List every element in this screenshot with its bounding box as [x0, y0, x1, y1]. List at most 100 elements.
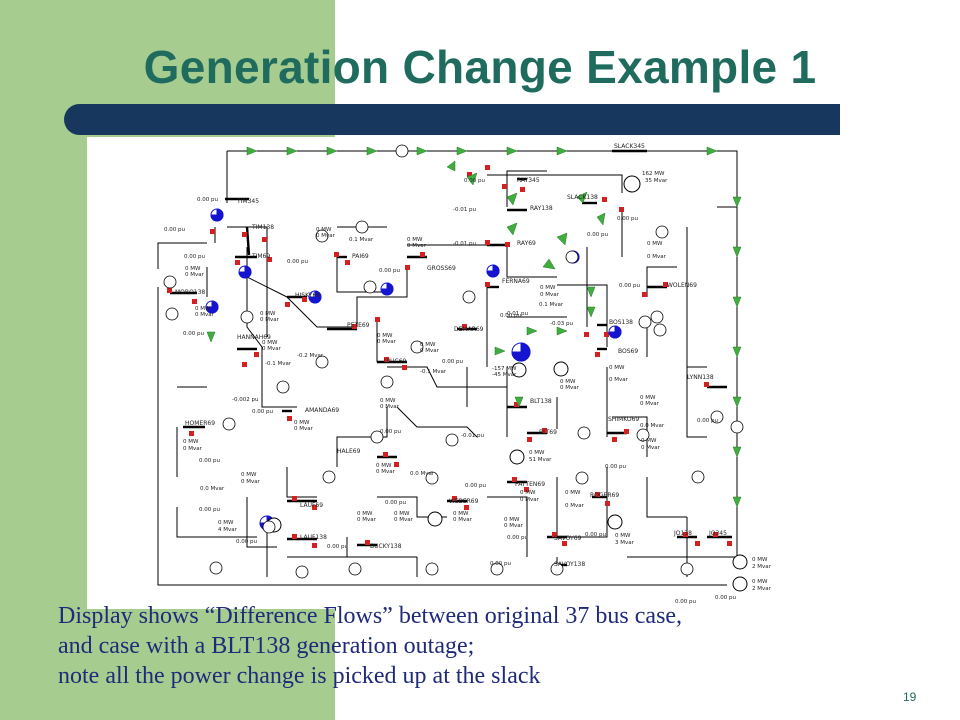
- voltage-label: 0.00 pu: [697, 418, 718, 424]
- bus-label: BOS69: [618, 348, 638, 355]
- voltage-label: 0.00 pu: [490, 561, 511, 567]
- voltage-label: -0.01 pu: [461, 433, 484, 439]
- load-mvar-label: 0 Mvar: [260, 317, 280, 323]
- bus-label: WOLEN69: [667, 282, 697, 289]
- generator-mw-label: 0 MW: [529, 450, 545, 456]
- load-mvar-label: 0 Mvar: [185, 272, 205, 278]
- bus-label: SLACK138: [567, 194, 598, 201]
- load-mvar-label: 0 Mvar: [377, 339, 397, 345]
- bus-label: BLT138: [530, 398, 552, 405]
- load-mvar-label: 0 Mvar: [195, 312, 215, 318]
- load-mw-label: 0 MW: [376, 463, 392, 469]
- shunt-mvar-label: 0.0 Mvar: [640, 423, 665, 429]
- generator-mw-label: 162 MW: [642, 171, 665, 177]
- bus-label: TIM69: [251, 253, 270, 260]
- bus-label: SHIMKO69: [608, 416, 639, 423]
- bus-label: SAVOY69: [554, 535, 582, 542]
- bus-label: SAVOY138: [554, 561, 585, 568]
- load-mvar-label: 0 Mvar: [407, 243, 427, 249]
- bus-label: JO138: [673, 530, 692, 537]
- bus-label: BUCKY138: [370, 543, 402, 550]
- voltage-label: 0.00 pu: [465, 483, 486, 489]
- shunt-mvar-label: 0.0 Mvar: [410, 471, 435, 477]
- bus-label: HOMER69: [185, 420, 215, 427]
- bus-label: RAY69: [517, 240, 536, 247]
- bus-label: UIUC69: [384, 358, 407, 365]
- voltage-label: 0.00 pu: [715, 595, 736, 601]
- voltage-label: 0.00 pu: [585, 532, 606, 538]
- load-mw-label: 0 MW: [357, 511, 373, 517]
- generator-mw-label: 0 MW: [218, 520, 234, 526]
- load-mw-label: 0 MW: [540, 285, 556, 291]
- bus-label: TIM345: [236, 198, 259, 205]
- bus-label: LAUF138: [300, 534, 327, 541]
- voltage-label: 0.00 pu: [380, 429, 401, 435]
- load-mvar-label: 0 Mvar: [420, 348, 440, 354]
- voltage-label: 0.00 pu: [199, 458, 220, 464]
- bus-labels: SLACK345 RAY345 RAY138 SLACK138 TIM345 T…: [175, 143, 727, 568]
- bus-label: RAY138: [530, 205, 553, 212]
- bus-label: ROGER69: [590, 492, 619, 499]
- caption-line: note all the power change is picked up a…: [58, 663, 541, 689]
- shunt-mvar-label: 0.1 Mvar: [539, 302, 564, 308]
- load-mvar-label: 0 Mvar: [560, 385, 580, 391]
- voltage-label: 0.00 pu: [464, 178, 485, 184]
- generator-mw-label: -157 MW: [492, 366, 517, 372]
- generator-mvar-label: 35 Mvar: [645, 178, 668, 184]
- load-mvar-label: 0 Mvar: [241, 479, 261, 485]
- power-system-oneline-diagram: SLACK345 RAY345 RAY138 SLACK138 TIM345 T…: [87, 137, 847, 609]
- load-mw-label: 0 MW: [260, 311, 276, 317]
- load-mvar-label: 0 Mvar: [380, 404, 400, 410]
- voltage-label: -0.01 pu: [505, 311, 528, 317]
- load-mw-label: 0 MW: [647, 241, 663, 247]
- load-mw-label: 0 MW: [377, 333, 393, 339]
- bus-label: WEBER69: [449, 498, 479, 505]
- bus-label: RAY345: [517, 177, 540, 184]
- slide-title: Generation Change Example 1: [143, 41, 817, 93]
- load-mvar-label: 0 Mvar: [183, 446, 203, 452]
- load-mw-label: 0 MW: [609, 365, 625, 371]
- load-mw-label: 0 MW: [195, 306, 211, 312]
- load-mvar-label: 0 Mvar: [565, 503, 585, 509]
- load-mvar-label: 0 Mvar: [647, 254, 667, 260]
- voltage-label: 0.00 pu: [197, 197, 218, 203]
- load-mw-label: 0 MW: [420, 342, 436, 348]
- load-mw-label: 0 MW: [241, 472, 257, 478]
- load-mw-label: 0 MW: [641, 438, 657, 444]
- voltage-label: 0.00 pu: [442, 359, 463, 365]
- generator-mvar-label: 3 Mvar: [615, 540, 635, 546]
- voltage-label: 0.00 pu: [617, 216, 638, 222]
- generator-mvar-label: 2 Mvar: [752, 586, 772, 592]
- bus-label: TIM138: [251, 224, 274, 231]
- voltage-label: -0.002 pu: [232, 397, 258, 403]
- voltage-label: 0.00 pu: [199, 507, 220, 513]
- load-mvar-label: 0 Mvar: [376, 469, 396, 475]
- page-number: 19: [903, 690, 917, 704]
- voltage-label: 0.00 pu: [236, 539, 257, 545]
- load-mvar-label: 0 Mvar: [520, 497, 540, 503]
- bus-label: BLT69: [539, 429, 557, 436]
- voltage-label: 0.00 pu: [287, 259, 308, 265]
- load-mvar-label: 0 Mvar: [394, 517, 414, 523]
- load-mw-label: 0 MW: [380, 398, 396, 404]
- load-mvar-label: 0 Mvar: [504, 523, 524, 529]
- load-mvar-label: 0 Mvar: [262, 346, 282, 352]
- load-mvar-label: 0 Mvar: [540, 292, 560, 298]
- generator-mvar-label: 2 Mvar: [752, 564, 772, 570]
- shunt-mvar-label: 0.0 Mvar: [200, 486, 225, 492]
- generator-mw-label: 0 MW: [752, 557, 768, 563]
- shunt-mvar-label: -0.1 Mvar: [420, 369, 447, 375]
- voltage-label: 0.00 pu: [184, 254, 205, 260]
- voltage-label: 0.00 pu: [587, 232, 608, 238]
- load-mw-label: 0 MW: [520, 490, 536, 496]
- caption-line: and case with a BLT138 generation outage…: [58, 633, 475, 659]
- voltage-label: 0.00 pu: [675, 599, 696, 605]
- bus-label: GROSS69: [427, 265, 456, 272]
- load-mvar-label: 0 Mvar: [357, 517, 377, 523]
- load-mw-label: 0 MW: [183, 439, 199, 445]
- load-mw-label: 0 MW: [640, 395, 656, 401]
- load-mw-label: 0 MW: [407, 237, 423, 243]
- bus-label: HANNAH69: [237, 334, 271, 341]
- bus-label: FERNA69: [502, 278, 530, 285]
- bus-label: PATTEN69: [515, 481, 545, 488]
